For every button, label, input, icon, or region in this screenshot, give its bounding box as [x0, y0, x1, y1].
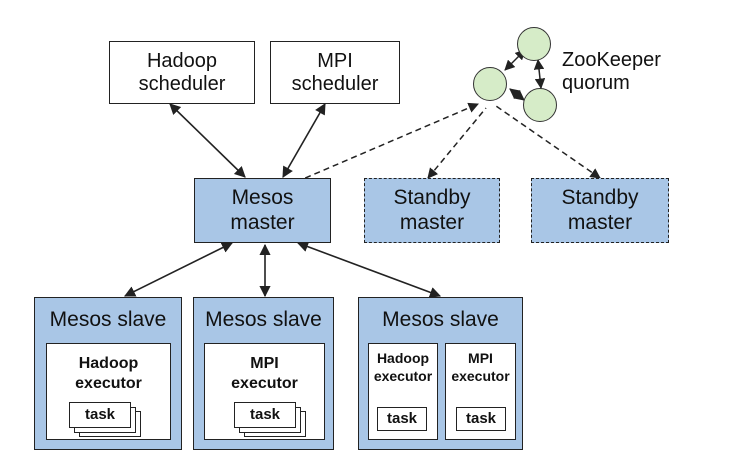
arrow-master-slave-3 [296, 241, 442, 298]
standby-master-2-line-2: master [567, 210, 633, 234]
zk-link-a-c [509, 88, 525, 101]
mpi-scheduler-line-1: MPI [317, 49, 353, 72]
hadoop-executor-line-1: Hadoop [78, 355, 139, 372]
mesos-slave-2-title: Mesos slave [205, 308, 322, 331]
mpi-executor-small: MPI executor task [445, 343, 516, 440]
mesos-master: Mesos master [194, 178, 331, 243]
standby-master-2-line-1: Standby [561, 186, 639, 210]
mesos-master-line-2: master [230, 210, 295, 234]
zookeeper-node-c [523, 88, 557, 122]
mpi-executor-line-2: executor [231, 375, 298, 392]
arrow-master-slave-1 [123, 242, 234, 297]
hadoop-executor-small-line-1: Hadoop [376, 350, 430, 366]
hadoop-executor-line-2: executor [75, 375, 142, 392]
task-box: task [69, 402, 131, 428]
mpi-executor-small-line-1: MPI [468, 350, 493, 366]
standby-master-2: Standby master [531, 178, 669, 243]
hadoop-scheduler: Hadoop scheduler [109, 41, 255, 104]
mpi-executor: MPI executor task [204, 343, 325, 440]
mpi-executor-line-1: MPI [250, 355, 279, 372]
hadoop-scheduler-line-2: scheduler [138, 72, 226, 95]
mpi-executor-small-line-2: executor [451, 367, 510, 384]
hadoop-executor-label: Hadoop executor [47, 354, 170, 394]
zk-link-b-c [533, 58, 546, 90]
standby-master-1-line-1: Standby [393, 186, 471, 210]
task-box: task [456, 407, 506, 431]
zookeeper-label: ZooKeeper quorum [562, 46, 678, 98]
mpi-executor-label: MPI executor [205, 354, 324, 394]
mesos-slave-1-title: Mesos slave [49, 308, 167, 331]
mesos-slave-1: Mesos slave Hadoop executor task [34, 297, 182, 450]
standby-master-1: Standby master [364, 178, 500, 243]
arrow-mpi-scheduler-master [282, 103, 326, 178]
hadoop-executor-small-label: Hadoop executor [369, 350, 437, 385]
hadoop-executor: Hadoop executor task [46, 343, 171, 440]
arrow-hadoop-scheduler-master [169, 103, 246, 178]
mpi-scheduler: MPI scheduler [270, 41, 400, 104]
task-box: task [377, 407, 427, 431]
mesos-slave-3-title: Mesos slave [382, 308, 499, 331]
mesos-slave-3: Mesos slave Hadoop executor task MPI exe… [358, 297, 523, 450]
hadoop-executor-small-line-2: executor [373, 367, 433, 384]
dashed-arrow-standby1-zookeeper [427, 107, 487, 179]
mpi-scheduler-line-2: scheduler [291, 72, 379, 95]
zookeeper-label-line-1: ZooKeeper [562, 49, 661, 71]
mesos-slave-2: Mesos slave MPI executor task [193, 297, 334, 450]
zookeeper-node-a [473, 67, 507, 101]
task-box: task [234, 402, 296, 428]
hadoop-scheduler-line-1: Hadoop [146, 49, 218, 72]
mesos-master-line-1: Mesos [231, 186, 294, 210]
standby-master-1-line-2: master [399, 210, 465, 234]
dashed-arrow-master-zookeeper [295, 102, 479, 183]
zookeeper-node-b [517, 27, 551, 61]
dashed-arrow-standby2-zookeeper [495, 105, 601, 179]
mpi-executor-small-label: MPI executor [446, 350, 515, 385]
hadoop-executor-small: Hadoop executor task [368, 343, 438, 440]
zookeeper-label-line-2: quorum [562, 72, 630, 94]
